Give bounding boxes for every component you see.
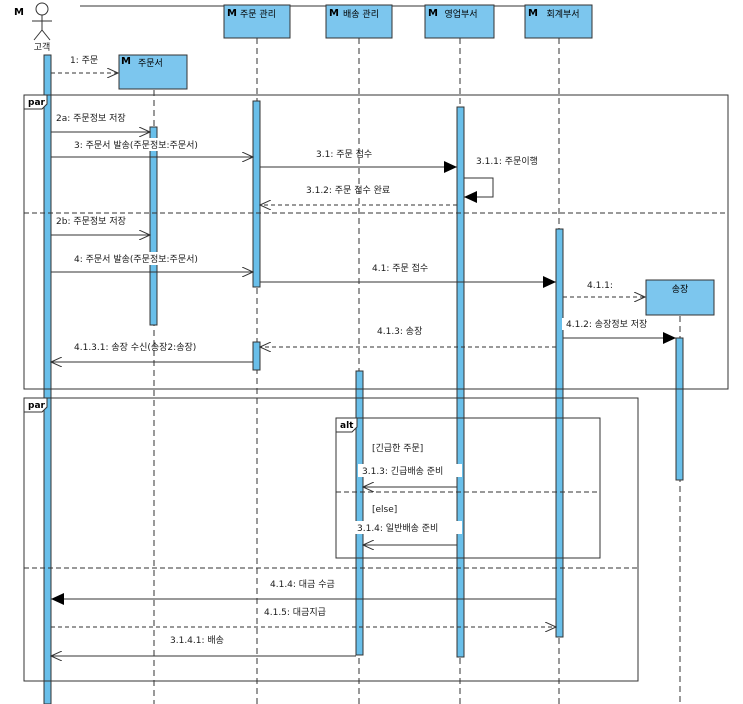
lifeline-mark: M [329,8,339,19]
lifeline-mark: M [528,8,538,19]
message-label: 4.1.1: [587,281,613,291]
actor-label: 고객 [34,42,51,53]
activation-bar-actor [43,54,52,704]
lifeline-box-order-form[interactable]: M 주문서 [118,54,188,90]
frame-alt-1: alt [긴급한 주문] [else] [335,417,601,559]
lifeline-box-invoice[interactable]: 송장 [645,279,715,316]
message-3-1-4-1[interactable]: 3.1.4.1: 배송 [51,635,356,656]
lifeline-box-accounting-dept[interactable]: M 회계부서 [524,4,593,39]
message-3-1-4[interactable]: 3.1.4: 일반배송 준비 [354,521,462,545]
message-3-1-1[interactable]: 3.1.1: 주문이행 [464,155,552,203]
message-label: 4.1.5: 대금지급 [264,607,326,618]
guard-condition: [else] [372,505,397,515]
message-3-1[interactable]: 3.1: 주문 접수 [260,148,457,173]
lifeline-label: 주문서 [138,58,163,69]
lifeline-label: 회계부서 [546,8,579,20]
message-1[interactable]: 1: 주문 [51,54,118,73]
activation-bar-delivery-mgmt [355,370,364,656]
lifeline-mark: M [428,8,438,19]
lifeline-mark: M [227,8,237,19]
message-label: 3.1.4: 일반배송 준비 [357,523,438,534]
message-label: 4.1: 주문 접수 [372,262,428,274]
message-label: 4.1.3: 송장 [377,326,422,337]
message-label: 2a: 주문정보 저장 [56,113,126,124]
activation-bar-order-mgmt [252,100,261,288]
activation-bar-sales-dept [456,106,465,658]
message-label: 1: 주문 [70,55,98,66]
message-4-1-5[interactable]: 4.1.5: 대금지급 [51,606,556,627]
lifeline-label: 영업부서 [444,9,477,20]
lifeline-mark: M [121,56,131,67]
guard-condition: [긴급한 주문] [372,443,423,454]
message-label: 3.1: 주문 접수 [316,148,372,160]
lifeline-box-sales-dept[interactable]: M 영업부서 [424,4,495,39]
frame-operator: par [28,98,46,108]
message-4-1-4[interactable]: 4.1.4: 대금 수금 [51,578,556,605]
message-4-1-2[interactable]: 4.1.2: 송장정보 저장 [562,318,676,344]
frame-par-2: par [23,397,639,682]
message-label: 3: 주문서 발송(주문정보:주문서) [74,140,198,151]
lifeline-label: 배송 관리 [343,9,379,20]
frame-operator: par [28,401,46,411]
message-2b[interactable]: 2b: 주문정보 저장 [51,215,150,235]
frame-operator: alt [340,421,354,431]
message-label: 4.1.2: 송장정보 저장 [566,319,647,330]
activation-bar-order-mgmt [252,341,261,371]
message-4[interactable]: 4: 주문서 발송(주문정보:주문서) [51,252,253,272]
message-2a[interactable]: 2a: 주문정보 저장 [51,112,150,132]
message-label: 2b: 주문정보 저장 [56,216,126,227]
activation-bar-order-form [149,126,158,326]
message-4-1-3[interactable]: 4.1.3: 송장 [260,326,556,347]
message-label: 3.1.4.1: 배송 [170,635,224,646]
message-4-1-3-1[interactable]: 4.1.3.1: 송장 수신(송장2:송장) [51,342,253,362]
message-3-1-3[interactable]: 3.1.3: 긴급배송 준비 [358,464,462,487]
frame-par-1: par [23,94,729,390]
message-label: 4: 주문서 발송(주문정보:주문서) [74,254,198,265]
activation-bar-accounting-dept [555,228,564,638]
message-label: 3.1.3: 긴급배송 준비 [362,466,443,477]
lifeline-box-order-mgmt[interactable]: M 주문 관리 [223,4,291,39]
message-label: 4.1.3.1: 송장 수신(송장2:송장) [74,342,196,353]
message-label: 3.1.1: 주문이행 [476,155,538,167]
actor-mark: M [14,7,24,18]
message-label: 4.1.4: 대금 수금 [270,579,335,590]
message-3[interactable]: 3: 주문서 발송(주문정보:주문서) [51,138,253,157]
stick-figure-icon [32,2,52,41]
lifeline-label: 송장 [672,284,689,295]
message-label: 3.1.2: 주문 접수 완료 [306,184,390,196]
lifeline-box-delivery-mgmt[interactable]: M 배송 관리 [325,4,393,39]
activation-bar-invoice [675,337,684,481]
message-4-1[interactable]: 4.1: 주문 접수 [260,262,556,288]
message-4-1-1[interactable]: 4.1.1: [563,281,645,297]
message-3-1-2[interactable]: 3.1.2: 주문 접수 완료 [260,184,457,205]
lifeline-label: 주문 관리 [240,9,276,20]
